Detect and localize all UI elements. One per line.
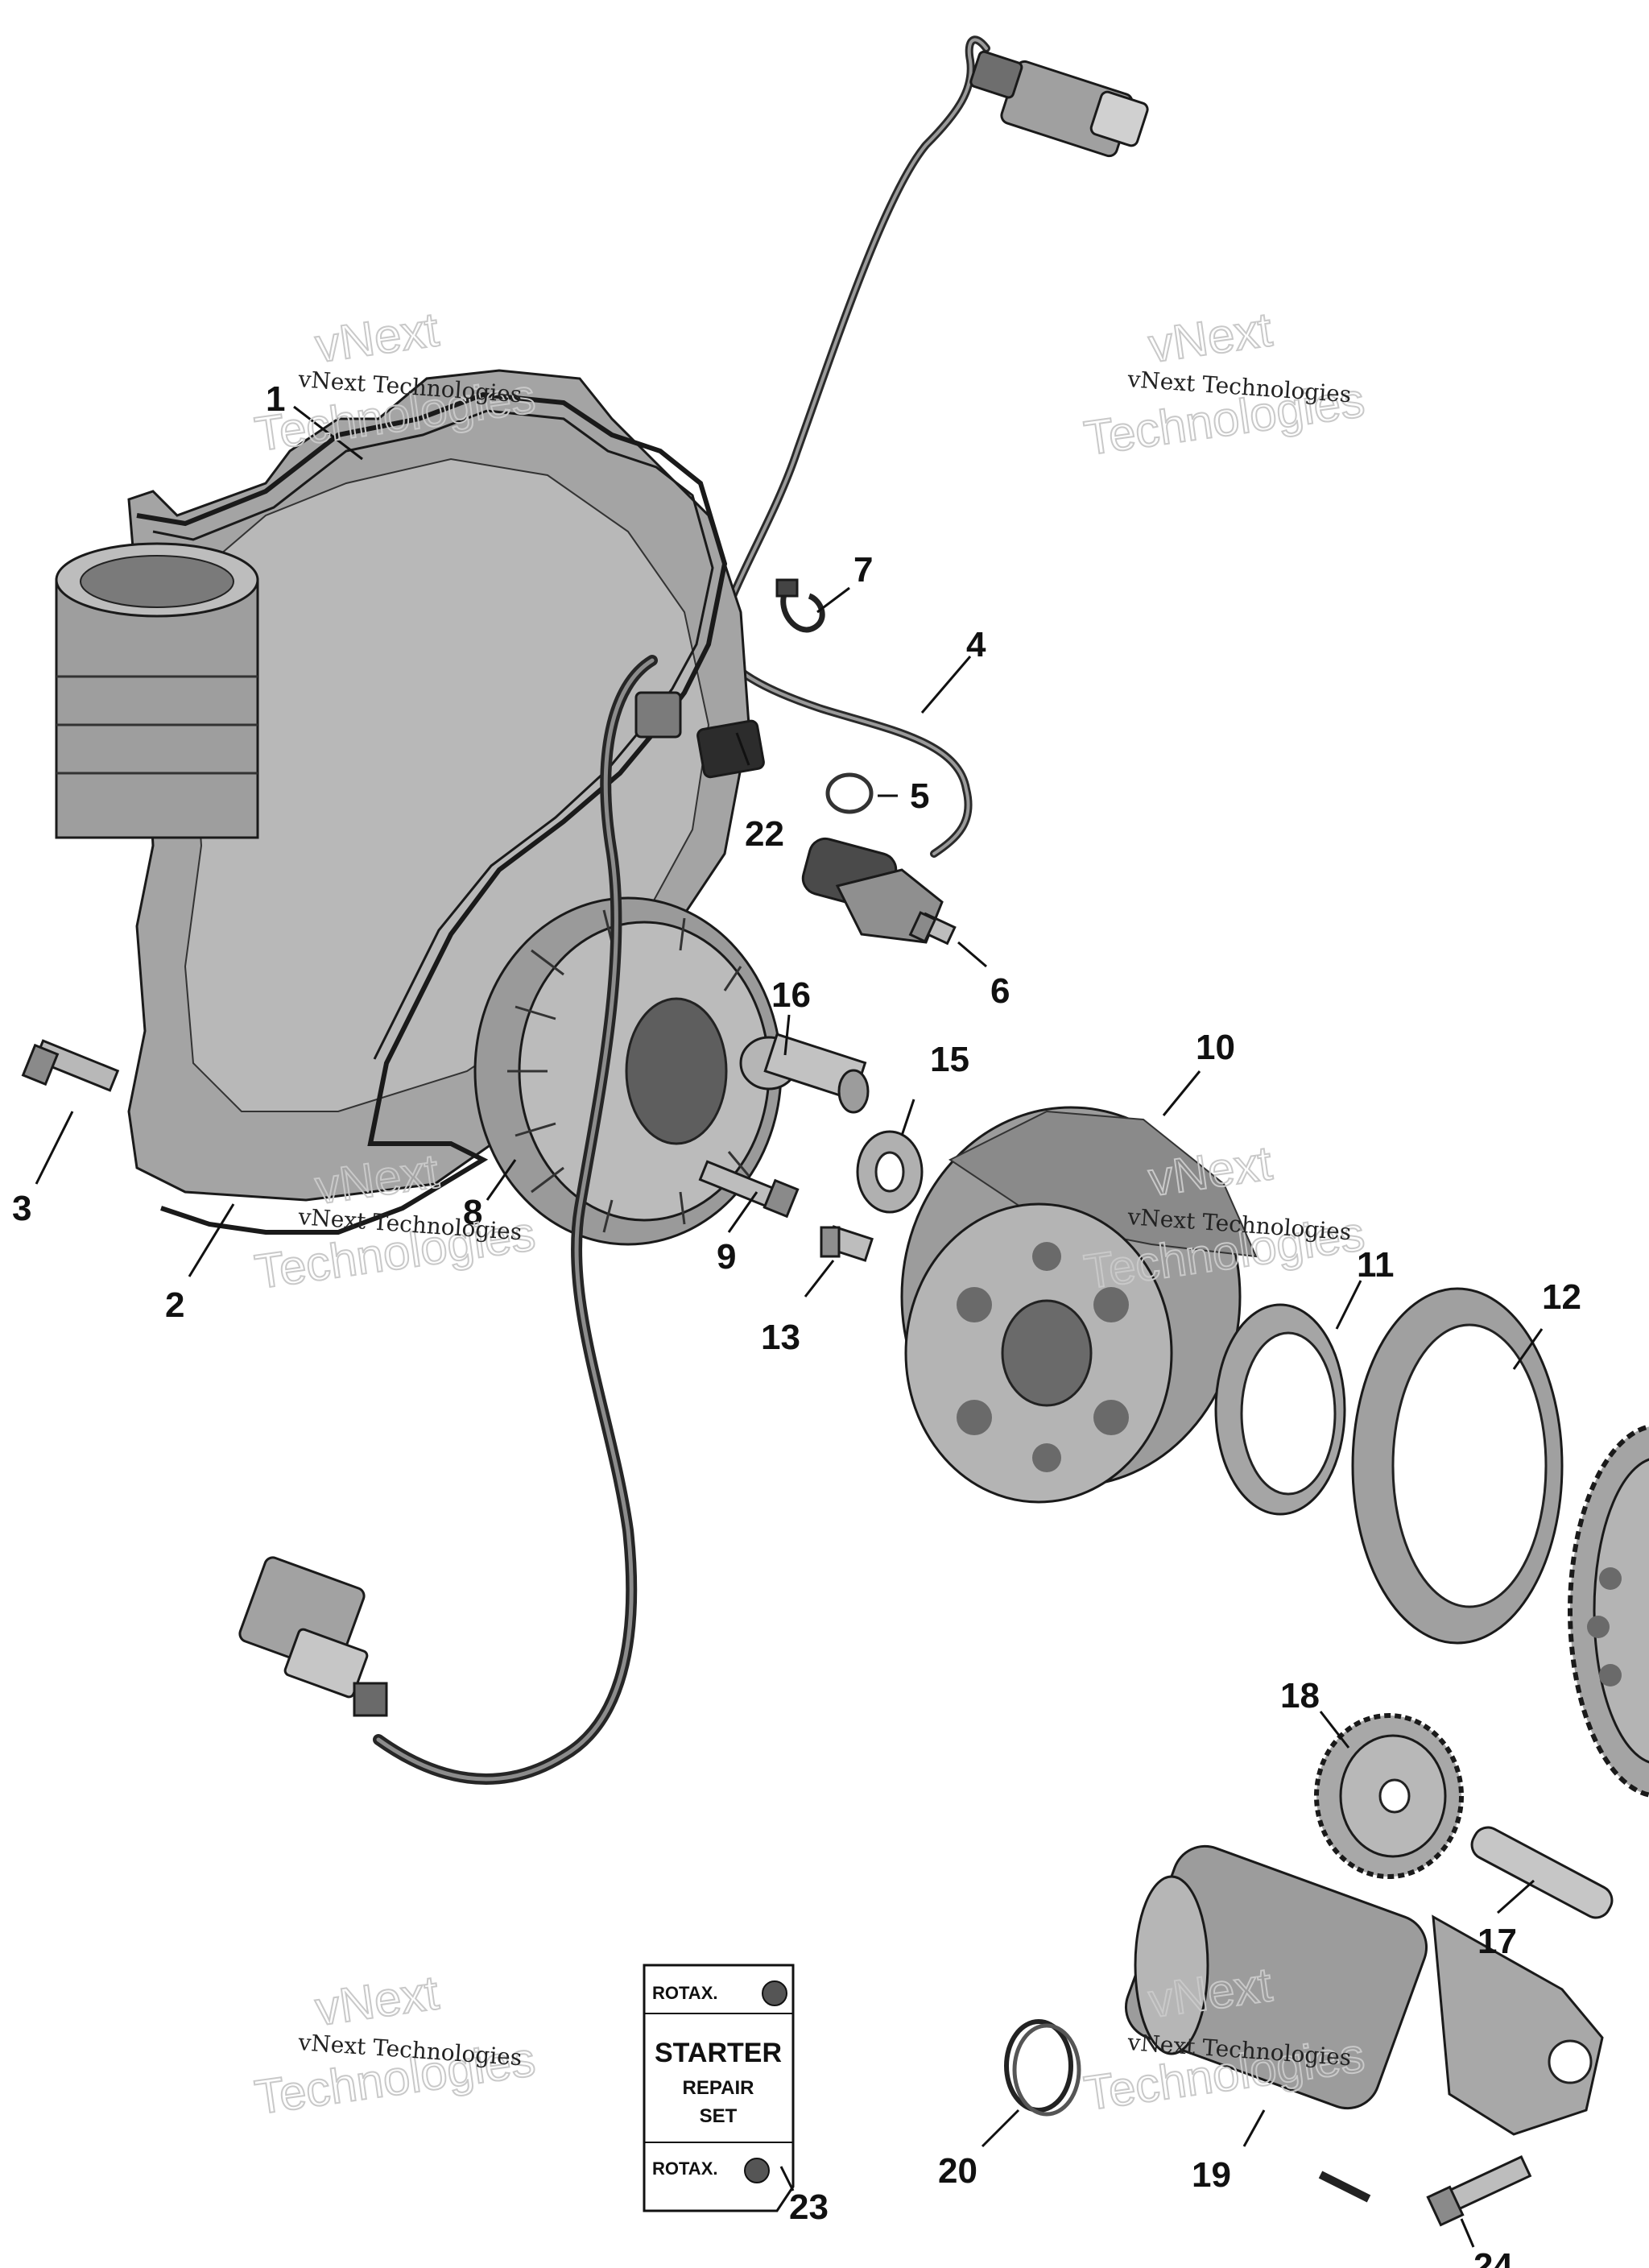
idler-gear bbox=[1314, 1713, 1464, 1879]
watermark-top-right: vNext Technologies vNext Technologies bbox=[1080, 301, 1368, 466]
callout-23: 23 bbox=[789, 2187, 829, 2227]
harness-connector-bottom bbox=[238, 1556, 388, 1717]
sensor-harness-wire bbox=[716, 35, 990, 858]
starter-repair-set-card: ROTAX. STARTER REPAIR SET ROTAX. bbox=[643, 1964, 795, 2212]
wire-clip bbox=[775, 578, 825, 633]
stator bbox=[473, 896, 783, 1246]
idler-shaft bbox=[1470, 1826, 1614, 1919]
callout-22: 22 bbox=[745, 814, 784, 854]
kit-badge-bottom-icon bbox=[744, 2158, 770, 2183]
callout-1: 1 bbox=[266, 379, 285, 419]
kit-brand-top: ROTAX. bbox=[652, 1983, 717, 2003]
callout-2: 2 bbox=[165, 1285, 184, 1325]
kit-line-repair: REPAIR bbox=[683, 2077, 754, 2099]
starter-screw bbox=[1426, 2154, 1532, 2227]
flywheel bbox=[900, 1106, 1258, 1504]
svg-text:vNext: vNext bbox=[312, 1965, 442, 2036]
harness-connector-top bbox=[969, 50, 1149, 158]
starter-o-ring bbox=[1004, 2019, 1081, 2117]
callout-18: 18 bbox=[1280, 1676, 1320, 1715]
kit-badge-top-icon bbox=[762, 1980, 787, 2006]
callout-labels: 1 2 3 4 5 6 7 8 9 10 11 12 13 15 16 17 1… bbox=[12, 379, 1581, 2268]
cover-screw bbox=[21, 1039, 120, 1092]
flywheel-washer bbox=[856, 1130, 924, 1214]
magneto-cover bbox=[127, 369, 750, 1235]
callout-7: 7 bbox=[853, 550, 873, 590]
callout-17: 17 bbox=[1477, 1922, 1517, 1961]
sensor-screw bbox=[908, 911, 957, 946]
callout-15: 15 bbox=[930, 1040, 969, 1079]
stator-harness-wire bbox=[373, 655, 658, 1785]
flywheel-bolt bbox=[739, 1033, 870, 1114]
callout-20: 20 bbox=[938, 2151, 977, 2191]
callout-9: 9 bbox=[717, 1237, 736, 1277]
small-screw bbox=[820, 1225, 874, 1262]
callout-19: 19 bbox=[1192, 2155, 1231, 2195]
callout-24: 24 bbox=[1473, 2246, 1513, 2268]
callout-12: 12 bbox=[1542, 1277, 1581, 1317]
sprag-ring bbox=[1214, 1303, 1346, 1516]
starter-gear-large bbox=[1568, 1424, 1649, 1798]
watermark-bottom-left: vNext Technologies vNext Technologies bbox=[250, 1964, 539, 2125]
cylinder-sleeve bbox=[55, 542, 259, 839]
callout-13: 13 bbox=[761, 1318, 800, 1357]
starter-motor bbox=[1124, 1844, 1604, 2203]
leader-lines bbox=[35, 405, 1544, 2248]
watermark-bottom-right: vNext Technologies vNext Technologies bbox=[1080, 1956, 1368, 2121]
callout-16: 16 bbox=[771, 975, 811, 1015]
gear-plate bbox=[1351, 1287, 1564, 1645]
stator-screw bbox=[698, 1160, 800, 1219]
watermark-mid-right: vNext Technologies vNext Technologies bbox=[1080, 1135, 1368, 1300]
callout-6: 6 bbox=[990, 971, 1010, 1011]
svg-text:vNext: vNext bbox=[312, 302, 442, 373]
callout-8: 8 bbox=[463, 1193, 482, 1232]
callout-10: 10 bbox=[1196, 1028, 1235, 1067]
callout-3: 3 bbox=[12, 1189, 31, 1228]
o-ring bbox=[825, 772, 874, 814]
callout-4: 4 bbox=[966, 625, 986, 664]
svg-text:vNext: vNext bbox=[1145, 302, 1275, 373]
callout-5: 5 bbox=[910, 776, 929, 816]
callout-11: 11 bbox=[1357, 1245, 1395, 1285]
kit-line-set: SET bbox=[700, 2105, 738, 2127]
kit-brand-bottom: ROTAX. bbox=[652, 2158, 717, 2179]
kit-title: STARTER bbox=[655, 2038, 782, 2068]
